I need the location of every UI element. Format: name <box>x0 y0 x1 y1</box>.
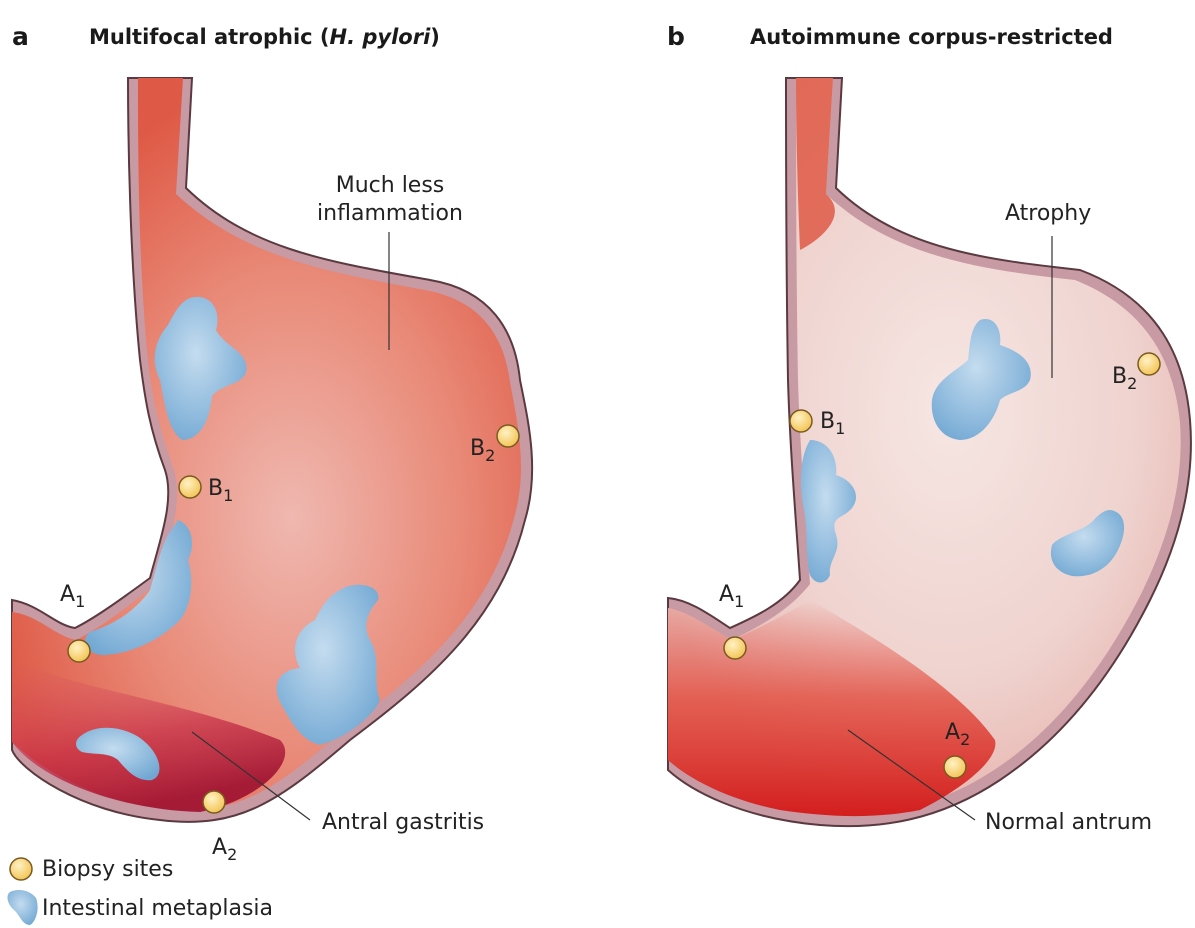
biopsy-b-a1 <box>723 636 747 660</box>
panel-a-title-suffix: ) <box>430 25 440 49</box>
panel-a-title-italic: H. pylori <box>329 25 431 49</box>
stomach-a <box>11 77 534 823</box>
site-a-a1-sub: 1 <box>75 592 86 611</box>
label-inflammation-line2: inflammation <box>317 201 463 226</box>
site-a-a1-letter: A <box>60 582 76 607</box>
biopsy-b-a2 <box>943 755 967 779</box>
site-b-b1-sub: 1 <box>835 419 846 438</box>
biopsy-a-a2 <box>202 790 226 814</box>
panel-a-title-prefix: Multifocal atrophic ( <box>89 25 330 49</box>
leader-antral <box>191 731 311 821</box>
site-b-b1: B1 <box>820 409 845 438</box>
legend-metaplasia-label: Intestinal metaplasia <box>42 896 274 921</box>
site-a-b2-sub: 2 <box>485 446 496 465</box>
site-b-b2: B2 <box>1112 364 1137 393</box>
biopsy-b-b2 <box>1137 352 1161 376</box>
metaplasia-a-3 <box>276 584 380 745</box>
metaplasia-a-2 <box>84 520 193 655</box>
biopsy-b-b1 <box>789 409 813 433</box>
biopsy-a-a1 <box>67 639 91 663</box>
legend-biopsy-label: Biopsy sites <box>42 857 174 882</box>
site-b-b1-letter: B <box>820 409 836 434</box>
site-a-a2-letter: A <box>212 835 228 860</box>
panel-a-title: Multifocal atrophic (H. pylori) <box>89 25 440 49</box>
label-inflammation-line1: Much less <box>335 173 445 198</box>
site-b-a2: A2 <box>945 720 970 749</box>
antrum-a-shade <box>12 660 286 812</box>
stomach-b <box>667 77 1192 828</box>
antrum-b-shade <box>668 600 996 817</box>
leader-normal <box>847 729 976 821</box>
metaplasia-a-4 <box>76 727 160 781</box>
site-b-b2-sub: 2 <box>1127 374 1138 393</box>
site-a-b2-letter: B <box>470 436 486 461</box>
metaplasia-b-1 <box>931 319 1031 440</box>
label-antral-gastritis: Antral gastritis <box>322 810 485 835</box>
legend-biopsy-icon <box>9 857 33 881</box>
metaplasia-b-3 <box>1050 510 1125 577</box>
label-normal-antrum: Normal antrum <box>985 810 1153 835</box>
metaplasia-b-2 <box>800 440 857 583</box>
label-atrophy: Atrophy <box>1005 201 1092 226</box>
panel-b-title: Autoimmune corpus-restricted <box>750 25 1113 49</box>
site-a-b1-letter: B <box>208 476 224 501</box>
site-b-a1-letter: A <box>719 582 735 607</box>
site-b-b2-letter: B <box>1112 364 1128 389</box>
biopsy-a-b2 <box>496 424 520 448</box>
legend-metaplasia-icon <box>7 890 38 925</box>
biopsy-a-b1 <box>178 475 202 499</box>
site-a-a1: A1 <box>60 582 85 611</box>
panel-b-letter: b <box>667 22 685 51</box>
site-a-a2-sub: 2 <box>227 845 238 864</box>
site-b-a2-sub: 2 <box>960 730 971 749</box>
label-inflammation: Much less inflammation <box>300 172 480 228</box>
metaplasia-a-1 <box>154 296 247 440</box>
site-a-a2: A2 <box>212 835 237 864</box>
site-a-b1: B1 <box>208 476 233 505</box>
site-b-a1: A1 <box>719 582 744 611</box>
site-a-b1-sub: 1 <box>223 486 234 505</box>
panel-a-letter: a <box>12 22 29 51</box>
legend-symbols <box>7 857 38 925</box>
fundus-b-shade <box>796 78 835 250</box>
site-b-a1-sub: 1 <box>734 592 745 611</box>
site-b-a2-letter: A <box>945 720 961 745</box>
site-a-b2: B2 <box>470 436 495 465</box>
